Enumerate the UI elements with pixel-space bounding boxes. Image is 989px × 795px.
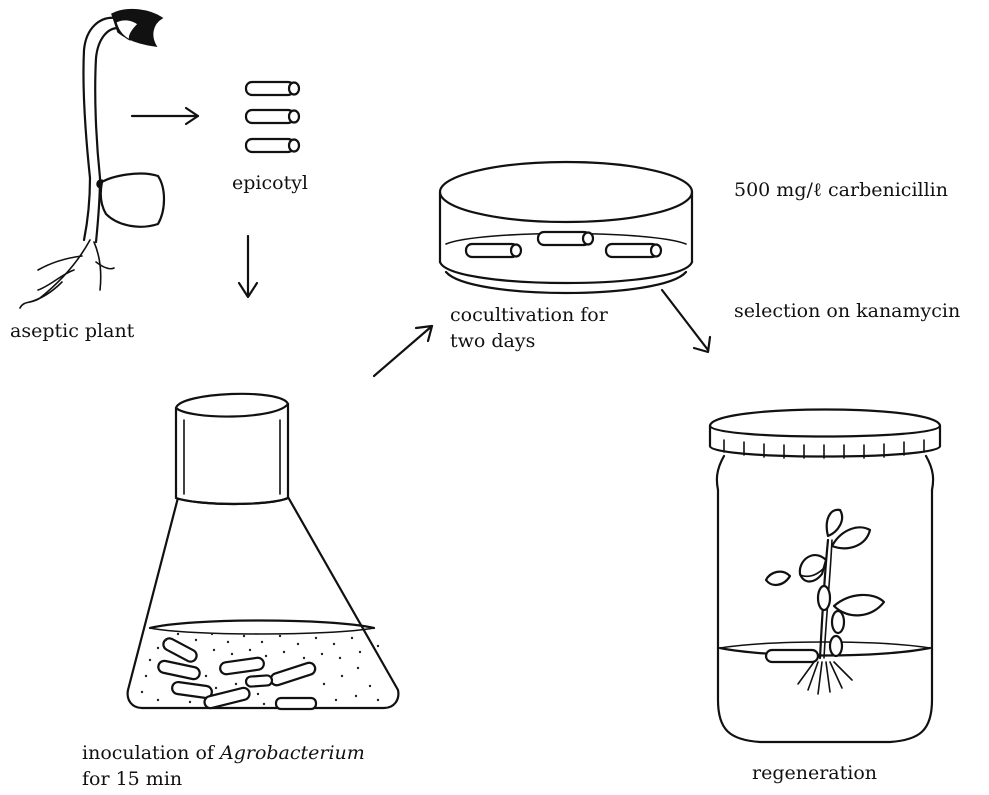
arrow-to-epicotyl: [132, 108, 198, 124]
label-inoculation-organism: Agrobacterium: [220, 742, 365, 764]
label-cocultivation: cocultivation for two days: [450, 302, 608, 354]
label-inoculation-prefix: inoculation of: [82, 742, 220, 764]
label-aseptic-plant: aseptic plant: [10, 318, 134, 344]
arrow-to-flask: [239, 236, 257, 297]
label-inoculation: inoculation of Agrobacterium for 15 min: [82, 740, 365, 792]
label-carbenicillin: 500 mg/ℓ carbenicillin: [734, 177, 948, 203]
label-regeneration: regeneration: [752, 760, 877, 786]
epicotyl-segments: [246, 82, 299, 152]
arrow-to-dish: [374, 326, 432, 376]
flask-illustration: [128, 394, 399, 710]
label-cocultivation-line2: two days: [450, 328, 608, 354]
label-inoculation-line2: for 15 min: [82, 766, 365, 792]
petri-dish-illustration: [440, 162, 692, 293]
arrow-to-jar: [662, 290, 710, 352]
seedling-illustration: [20, 10, 164, 308]
label-inoculation-line1: inoculation of Agrobacterium: [82, 740, 365, 766]
label-epicotyl: epicotyl: [232, 170, 308, 196]
jar-illustration: [710, 410, 940, 743]
label-selection: selection on kanamycin: [734, 298, 960, 324]
label-cocultivation-line1: cocultivation for: [450, 302, 608, 328]
